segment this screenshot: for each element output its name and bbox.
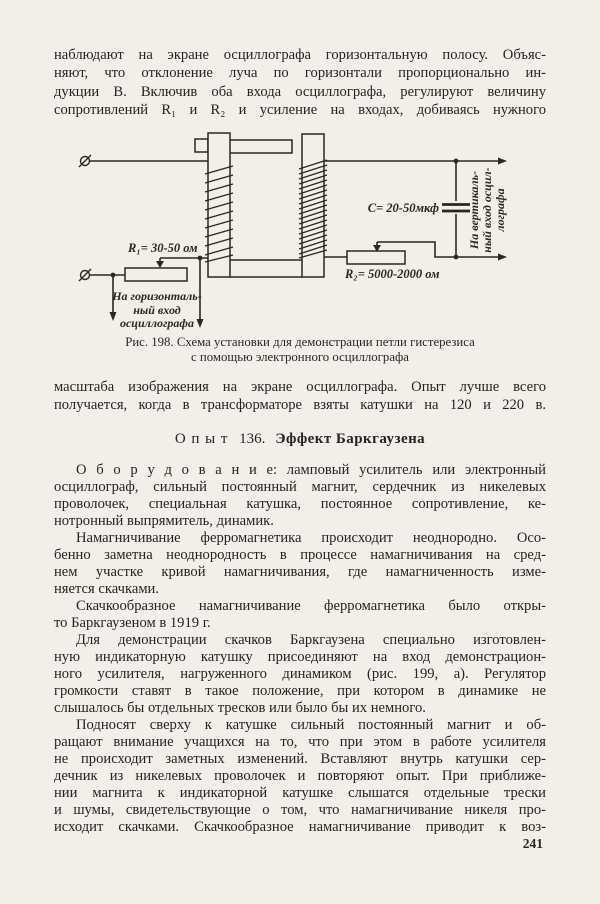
- text-line: няют, что отклонение луча по горизонтали…: [54, 65, 546, 82]
- text-line: исходит скачками. Скачкообразное намагни…: [54, 819, 546, 836]
- text-line: Намагничивание ферромагнетика происходит…: [76, 530, 546, 547]
- horizontal-input-line1: На горизонталь-: [111, 289, 202, 303]
- experiment-word: Опыт: [174, 431, 234, 448]
- text-line: нем участке кривой намагничивания, где н…: [54, 564, 546, 581]
- transformer-yoke-bar: [194, 137, 293, 154]
- after-figure-paragraph: масштаба изображения на экране осциллогр…: [54, 378, 546, 415]
- figure-caption-line2: с помощью электронного осциллографа: [191, 350, 409, 365]
- vertical-input-label: На вертикаль- ный вход осцил- лографа: [467, 167, 507, 252]
- experiment-number: 136.: [239, 431, 266, 448]
- r2-value-label: R₂= 5000-2000 ом: [344, 267, 440, 281]
- text-line: то Баркгаузеном в 1919 г.: [54, 615, 211, 632]
- text-line: няется скачками.: [54, 581, 160, 598]
- top-paragraph: наблюдают на экране осциллографа горизон…: [54, 46, 546, 120]
- c-value-label: C= 20-50мкф: [368, 201, 439, 215]
- text-line: Скачкообразное намагничивание ферромагне…: [76, 598, 546, 615]
- resistor-r1: [90, 255, 208, 282]
- figure-caption-line1: Рис. 198. Схема установки для демонстрац…: [125, 334, 475, 349]
- text-line: слышалось бы отдельных тресков или было …: [54, 700, 426, 717]
- text-line: проволочек, специальная катушка, постоян…: [54, 496, 546, 513]
- page-number: 241: [522, 836, 543, 851]
- text-line: дечник из никелевых проволочек и повторя…: [54, 768, 546, 785]
- horizontal-input-label: На горизонталь- ный вход осциллографа: [111, 289, 202, 330]
- vertical-input-line1: На вертикаль-: [467, 171, 481, 250]
- experiment-heading: Опыт 136. Эффект Баркгаузена: [54, 431, 546, 448]
- terminal-icon-top: [78, 154, 92, 168]
- text-line: нотронный выпрямитель, динамик.: [54, 513, 274, 530]
- text-column: наблюдают на экране осциллографа горизон…: [54, 0, 546, 836]
- terminal-icon-bottom: [78, 268, 92, 282]
- text-line: масштаба изображения на экране осциллогр…: [54, 378, 546, 395]
- experiment-title: Эффект Баркгаузена: [275, 431, 426, 448]
- primary-coil-icon: [204, 165, 234, 263]
- horizontal-input-line3: осциллографа: [120, 316, 194, 330]
- horizontal-input-leads: [109, 257, 204, 328]
- text-line: нии магнита к индикаторной катушке слыша…: [54, 785, 546, 802]
- text-line: не происходит заметных изменений. Вставл…: [54, 751, 546, 768]
- text-line: громкости ставят в такое положение, при …: [54, 683, 546, 700]
- figure-198-schematic: R₁= 30-50 ом R₂= 5000-2000 ом C= 20-50мк…: [57, 128, 567, 330]
- vertical-input-line3: лографа: [493, 188, 507, 232]
- hysteresis-demo-circuit: R₁= 30-50 ом R₂= 5000-2000 ом C= 20-50мк…: [78, 131, 507, 330]
- text-line: получается, когда в трансформаторе взяты…: [54, 397, 546, 414]
- circuit-wires: [90, 157, 507, 258]
- horizontal-input-line2: ный вход: [133, 303, 181, 317]
- figure-caption: Рис. 198. Схема установки для демонстрац…: [54, 335, 546, 366]
- text-line: О б о р у д о в а н и е: ламповый усилит…: [76, 462, 546, 479]
- text-line: ную индикаторную катушку присоединяют на…: [54, 649, 546, 666]
- text-line: наблюдают на экране осциллографа горизон…: [54, 47, 546, 63]
- text-line: и шумы, свидетельствующие о том, что нам…: [54, 802, 546, 819]
- secondary-coil-icon: [298, 159, 328, 259]
- text-line: Подносят сверху к катушке сильный постоя…: [76, 717, 546, 734]
- vertical-input-line2: ный вход осцил-: [480, 167, 494, 252]
- text-line: сопротивлений R₁ и R₂ и усиление на вход…: [54, 102, 546, 119]
- r1-value-label: R₁= 30-50 ом: [127, 241, 198, 255]
- text-line: дукции В. Включив оба входа осциллографа…: [54, 83, 546, 100]
- text-line: ного усилителя, нагруженного динамиком (…: [54, 666, 546, 683]
- text-line: бенно заметна неоднородность в процессе …: [54, 547, 546, 564]
- text-line: осциллограф, сильный постоянный магнит, …: [54, 479, 546, 496]
- resistor-r2: [346, 240, 507, 265]
- body-paragraphs: О б о р у д о в а н и е: ламповый усилит…: [54, 462, 546, 836]
- text-line: ращают внимание учащихся на то, что при …: [54, 734, 546, 751]
- text-line: Для демонстрации скачков Баркгаузена спе…: [76, 632, 546, 649]
